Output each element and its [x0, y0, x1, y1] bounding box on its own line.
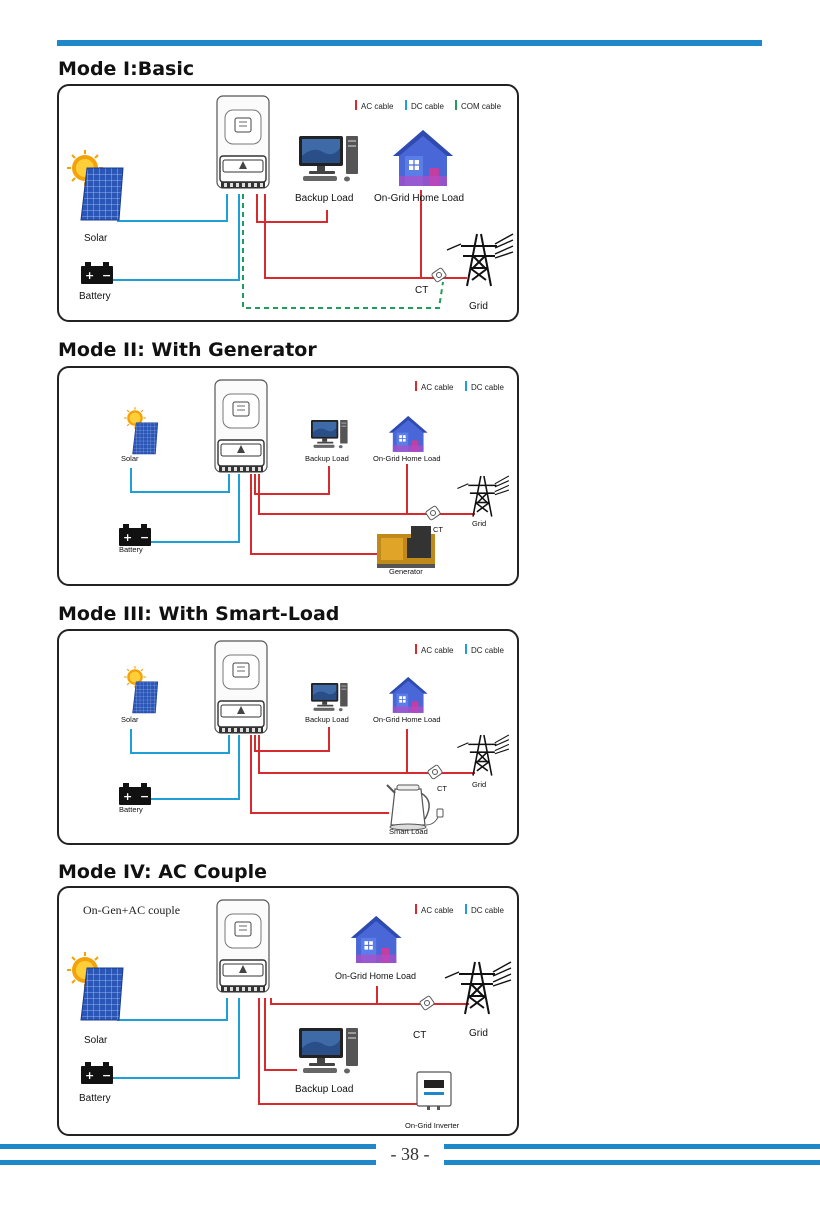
couple-note: On-Gen+AC couple [83, 903, 180, 917]
backup-load-computer-icon [311, 420, 348, 449]
ct-sensor-icon [424, 504, 442, 522]
page-number: - 38 - [390, 1144, 430, 1164]
legend-dc-label: DC cable [471, 646, 504, 655]
hybrid-inverter-icon [214, 379, 268, 473]
hybrid-inverter-icon [216, 95, 270, 189]
legend-ac-label: AC cable [421, 646, 454, 655]
home-load-label: On-Grid Home Load [373, 715, 441, 724]
mode-3-diagram: AC cable DC cable Solar Battery Backup L… [57, 629, 519, 845]
ct-sensor-icon [426, 763, 444, 781]
legend-dc-label: DC cable [471, 383, 504, 392]
legend-ac-label: AC cable [361, 102, 394, 111]
solar-label: Solar [121, 715, 139, 724]
header-accent-bar [57, 40, 762, 46]
mode-2-title: Mode II: With Generator [58, 339, 317, 361]
hybrid-inverter-icon [214, 640, 268, 734]
grid-label: Grid [469, 1028, 488, 1039]
home-load-house-icon [350, 915, 402, 964]
solar-label: Solar [121, 454, 139, 463]
mode-1-title: Mode I:Basic [58, 58, 195, 80]
battery-icon [81, 1062, 113, 1084]
battery-icon [119, 524, 151, 546]
legend-com-label: COM cable [461, 102, 502, 111]
backup-load-label: Backup Load [295, 193, 353, 204]
legend-dc-label: DC cable [411, 102, 444, 111]
hybrid-inverter-icon [216, 899, 270, 993]
grid-tower-icon [456, 734, 510, 777]
cable-legend: AC cable DC cable COM cable [355, 100, 502, 111]
cable-legend: AC cable DC cable [415, 904, 504, 915]
home-load-label: On-Grid Home Load [335, 971, 416, 981]
footer-accent-line [0, 1160, 376, 1165]
solar-label: Solar [84, 1035, 108, 1046]
mode-1-diagram: AC cable DC cable COM cable Solar Batter… [57, 84, 519, 322]
footer-accent-line [444, 1144, 820, 1149]
home-load-label: On-Grid Home Load [374, 193, 464, 204]
home-load-house-icon [388, 676, 428, 714]
grid-label: Grid [472, 519, 486, 528]
backup-load-computer-icon [299, 1028, 358, 1074]
legend-ac-label: AC cable [421, 383, 454, 392]
solar-panel-icon [80, 967, 124, 1021]
backup-load-computer-icon [299, 136, 358, 182]
cable-legend: AC cable DC cable [415, 381, 504, 392]
backup-load-label: Backup Load [295, 1084, 353, 1095]
solar-label: Solar [84, 233, 108, 244]
battery-label: Battery [119, 805, 143, 814]
battery-label: Battery [79, 1093, 111, 1104]
grid-label: Grid [469, 301, 488, 312]
ct-label: CT [413, 1030, 426, 1041]
grid-label: Grid [472, 780, 486, 789]
footer-accent-line [444, 1160, 820, 1165]
mode-4-title: Mode IV: AC Couple [58, 861, 267, 883]
home-load-house-icon [388, 415, 428, 453]
backup-load-label: Backup Load [305, 715, 349, 724]
cable-legend: AC cable DC cable [415, 644, 504, 655]
legend-dc-label: DC cable [471, 906, 504, 915]
backup-load-computer-icon [311, 683, 348, 712]
home-load-label: On-Grid Home Load [373, 454, 441, 463]
battery-icon [119, 783, 151, 805]
ct-label: CT [437, 784, 447, 793]
grid-tower-icon [444, 961, 512, 1015]
solar-panel-icon [132, 422, 159, 455]
solar-panel-icon [132, 681, 159, 714]
battery-label: Battery [119, 545, 143, 554]
battery-icon [81, 262, 113, 284]
on-grid-inverter-label: On-Grid Inverter [405, 1121, 460, 1130]
ct-sensor-icon [418, 994, 436, 1012]
ct-label: CT [415, 285, 428, 296]
legend-ac-label: AC cable [421, 906, 454, 915]
smart-load-label: Smart Load [389, 827, 428, 836]
solar-panel-icon [80, 167, 124, 221]
mode-2-diagram: AC cable DC cable Solar Battery Backup L… [57, 366, 519, 586]
on-grid-inverter-icon [416, 1071, 452, 1111]
generator-label: Generator [389, 567, 423, 576]
ct-sensor-icon [430, 266, 448, 284]
mode-3-title: Mode III: With Smart-Load [58, 603, 340, 625]
generator-icon [377, 526, 435, 568]
footer-accent-line [0, 1144, 376, 1149]
backup-load-label: Backup Load [305, 454, 349, 463]
home-load-house-icon [392, 129, 454, 187]
battery-label: Battery [79, 291, 111, 302]
mode-4-diagram: On-Gen+AC couple AC cable DC cable Solar… [57, 886, 519, 1136]
grid-tower-icon [456, 475, 510, 518]
smart-load-kettle-icon [386, 784, 444, 831]
ct-label: CT [433, 525, 443, 534]
